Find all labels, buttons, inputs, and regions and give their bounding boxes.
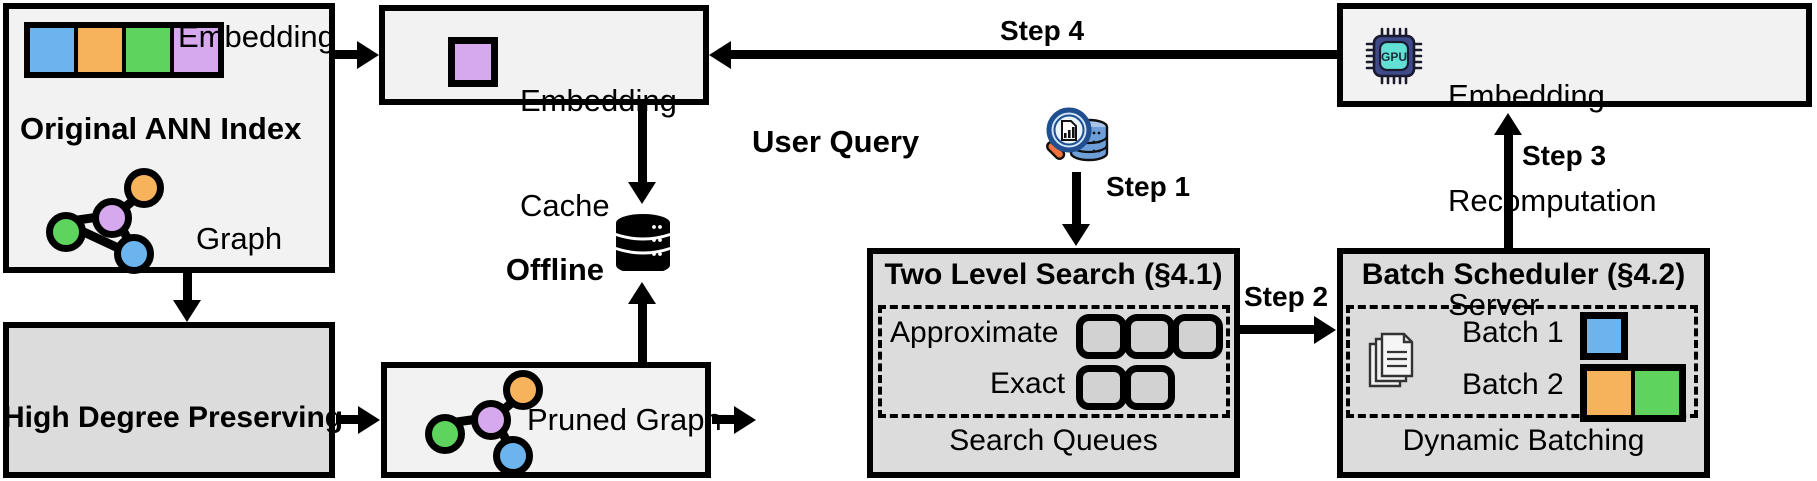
graph-node-blue: [114, 234, 154, 274]
graph-node-blue: [493, 436, 533, 476]
embedding-cache-line1: Embedding: [520, 83, 677, 119]
two-level-search-box: [867, 248, 1240, 478]
step3-label: Step 3: [1522, 140, 1607, 171]
original-ann-index-title: Original ANN Index: [20, 111, 302, 146]
arrow-step2-line: [1240, 325, 1320, 334]
arrow-step3-line: [1504, 130, 1513, 248]
offline-storage-line1: Offline: [505, 252, 604, 288]
step4-label: Step 4: [1000, 15, 1085, 46]
exact-slot-2: [1124, 365, 1175, 410]
exact-slot-1: [1076, 365, 1127, 410]
batch-2-swatches: [1580, 364, 1686, 422]
embedding-cache-title: Embedding Cache: [520, 15, 677, 293]
embedding-cache-box: [379, 5, 709, 105]
batch-2-label: Batch 2: [1462, 368, 1564, 401]
dynamic-batching-panel: [1346, 305, 1698, 418]
database-icon: [614, 213, 672, 274]
arrow-step4-line: [730, 50, 1337, 59]
recomputation-server-line2: Recomputation: [1448, 182, 1657, 218]
approximate-slot-3: [1172, 314, 1223, 359]
graph-node-orange: [124, 168, 164, 208]
arrow-pruned-to-search-line: [712, 415, 740, 424]
arrow-pruned-to-storage-line: [638, 300, 647, 362]
step1-label: Step 1: [1106, 171, 1191, 202]
graph-pruning-line1: High Degree Preserving: [3, 401, 344, 435]
embedding-cache-line2: Cache: [520, 187, 610, 223]
batch-2-swatch-orange: [1587, 371, 1635, 415]
arrow-index-to-cache-head: [357, 41, 379, 69]
arrow-step2-head: [1314, 316, 1336, 344]
embedding-cache-swatch: [448, 37, 498, 87]
dynamic-batching-caption: Dynamic Batching: [1402, 424, 1645, 457]
documents-icon: [1366, 330, 1422, 392]
pruned-graph-glyph: [421, 370, 551, 476]
embedding-cell-purple: [174, 28, 218, 72]
batch-2-swatch-green: [1635, 371, 1679, 415]
graph-pruning-title: High Degree Preserving Graph Pruning (§5…: [3, 334, 344, 481]
arrow-index-to-pruning-line: [183, 273, 192, 303]
embedding-cell-green: [126, 28, 174, 72]
graph-node-purple: [471, 400, 511, 440]
arrow-pruning-to-pruned-line: [336, 415, 364, 424]
search-queues-caption: Search Queues: [949, 424, 1158, 457]
user-query-label: User Query: [752, 124, 920, 159]
embedding-cell-orange: [78, 28, 126, 72]
batch-1-swatch-blue: [1580, 312, 1628, 360]
graph-label: Graph: [196, 221, 283, 256]
arrow-step1-line: [1072, 172, 1081, 227]
recomputation-server-title: Embedding Recomputation Server: [1448, 10, 1657, 392]
arrow-cache-to-storage-line: [638, 105, 647, 185]
arrow-pruning-to-pruned-head: [358, 406, 380, 434]
embedding-strip: [24, 22, 224, 78]
embedding-cell-blue: [30, 28, 78, 72]
graph-pruning-box: [3, 322, 335, 478]
arrow-pruned-to-search-head: [734, 406, 756, 434]
graph-node-purple: [92, 198, 132, 238]
step2-label: Step 2: [1244, 281, 1329, 312]
pruned-graph-label: Pruned Graph: [527, 402, 722, 437]
arrow-pruned-to-storage-head: [628, 282, 656, 304]
graph-node-orange: [503, 370, 543, 410]
arrow-index-to-pruning-head: [173, 300, 201, 322]
two-level-search-title: Two Level Search (§4.1): [884, 258, 1223, 291]
recomputation-server-line3: Server: [1448, 286, 1540, 322]
graph-node-green: [46, 212, 86, 252]
approximate-row-label: Approximate: [890, 316, 1059, 349]
exact-row-label: Exact: [990, 367, 1066, 400]
approximate-slot-1: [1076, 314, 1127, 359]
arrow-step4-head: [709, 41, 731, 69]
recomputation-server-line1: Embedding: [1448, 78, 1605, 114]
arrow-step3-head: [1494, 113, 1522, 135]
graph-node-green: [425, 414, 465, 454]
batch-1-label: Batch 1: [1462, 316, 1564, 349]
query-search-database-icon: [1042, 100, 1114, 172]
original-graph-glyph: [42, 168, 172, 274]
approximate-slot-2: [1124, 314, 1175, 359]
arrow-index-to-cache-line: [335, 50, 363, 59]
arrow-step1-head: [1062, 224, 1090, 246]
embedding-label: Embedding: [178, 19, 335, 54]
gpu-chip-icon: GPU: [1364, 26, 1424, 86]
batch-scheduler-title: Batch Scheduler (§4.2): [1361, 258, 1686, 291]
arrow-cache-to-storage-head: [628, 182, 656, 204]
search-queues-panel: [878, 305, 1230, 418]
gpu-icon-text: GPU: [1381, 50, 1407, 64]
